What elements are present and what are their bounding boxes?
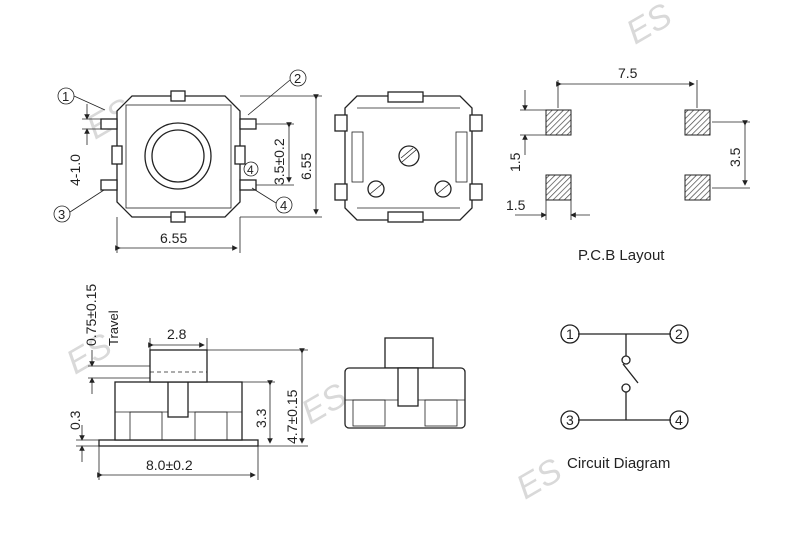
dim-pcb-pad-height: 1.5 <box>507 152 523 172</box>
actuator-inner-ring <box>151 129 205 183</box>
pin-callout-2 <box>289 69 307 87</box>
pin-callout-2-label: 2 <box>294 71 301 86</box>
terminal-3 <box>560 410 580 430</box>
top-tab <box>170 90 186 102</box>
pcb-pad <box>684 174 711 201</box>
dim-pcb-pad-width: 1.5 <box>506 197 526 213</box>
circuit-diagram-title: Circuit Diagram <box>567 455 670 472</box>
dim-side-travel: 0.75±0.15 <box>83 284 99 346</box>
front-view <box>344 337 466 429</box>
pcb-layout-title: P.C.B Layout <box>578 247 665 264</box>
pin-callout-3 <box>53 205 71 223</box>
pin-callout-1-label: 1 <box>62 89 69 104</box>
bottom-tab <box>170 211 186 223</box>
actuator-outer-ring <box>144 122 212 190</box>
side-center-clip <box>167 381 189 418</box>
watermark-text: ES <box>510 451 569 507</box>
pin-callout-3-label: 3 <box>58 207 65 222</box>
underside-bottom-tab <box>387 211 424 223</box>
rivet-slot <box>400 147 414 159</box>
dim-side-lead-thickness: 0.3 <box>67 410 83 430</box>
dim-top-pin-span: 4-1.0 <box>67 154 83 186</box>
front-actuator <box>384 337 434 369</box>
dim-side-actuator-width: 2.8 <box>167 326 187 342</box>
underside-view <box>334 91 483 223</box>
terminal-4-label: 4 <box>675 412 683 428</box>
rivet-slot <box>369 183 383 195</box>
switch-contact <box>621 355 631 365</box>
pin-4-lead <box>239 179 257 191</box>
right-tab <box>234 145 246 165</box>
terminal-2-label: 2 <box>675 326 683 342</box>
dim-pcb-horizontal-pitch: 7.5 <box>618 65 638 81</box>
terminal-4 <box>669 410 689 430</box>
switch-blade <box>622 363 639 384</box>
pcb-pad <box>545 174 572 201</box>
pcb-layout: 7.5 3.5 1.5 1.5 P.C.B Layout <box>506 65 750 264</box>
terminal-2 <box>669 324 689 344</box>
side-actuator <box>149 349 208 383</box>
front-recess <box>352 399 386 427</box>
top-view: 1 2 3 4 4 6.55 6.55 3.5±0.2 4-1.0 <box>53 69 322 253</box>
leader-line <box>69 189 105 213</box>
leader-line <box>73 95 106 111</box>
terminal-1 <box>560 324 580 344</box>
pin-2-lead <box>239 118 257 130</box>
side-view: 2.8 0.75±0.15 Travel 0.3 3.3 4.7±0.15 8.… <box>67 284 308 480</box>
circuit-diagram: 1 2 3 4 Circuit Diagram <box>560 324 689 472</box>
dim-side-body-height: 3.3 <box>253 408 269 428</box>
underside-lead <box>469 114 483 132</box>
leader-line <box>247 79 291 116</box>
pcb-pad <box>545 109 572 136</box>
underside-slot <box>351 131 364 183</box>
side-lead-recess <box>194 411 228 441</box>
front-center-clip <box>397 367 419 407</box>
terminal-3-label: 3 <box>566 412 574 428</box>
underside-slot <box>455 131 468 183</box>
dim-top-width: 6.55 <box>160 230 187 246</box>
pin-callout-4-small <box>243 161 259 177</box>
pin-1-lead <box>100 118 118 130</box>
leader-line <box>251 187 277 204</box>
dim-pcb-vertical-pitch: 3.5 <box>727 147 743 167</box>
dim-side-base-width: 8.0±0.2 <box>146 457 193 473</box>
pin-callout-4 <box>275 196 293 214</box>
front-recess <box>424 399 458 427</box>
side-base-plate <box>98 439 259 447</box>
pin-3-lead <box>100 179 118 191</box>
underside-lead <box>334 114 348 132</box>
underside-top-tab <box>387 91 424 103</box>
terminal-1-label: 1 <box>566 326 574 342</box>
underside-lead <box>469 183 483 201</box>
rivet-slot <box>401 149 417 163</box>
dim-top-pin-pitch: 3.5±0.2 <box>271 138 287 185</box>
rivet-slot <box>436 183 450 195</box>
switch-contact <box>621 383 631 393</box>
pin-callout-4-label: 4 <box>280 198 287 213</box>
top-view-inner-outline <box>125 104 232 209</box>
pcb-pad <box>684 109 711 136</box>
underside-lead <box>334 183 348 201</box>
watermark-text: ES <box>620 0 679 52</box>
pin-callout-4-small-label: 4 <box>247 163 254 177</box>
dim-top-height: 6.55 <box>298 153 314 180</box>
dim-side-total-height: 4.7±0.15 <box>284 389 300 444</box>
travel-label: Travel <box>106 310 121 346</box>
side-lead-recess <box>129 411 163 441</box>
left-tab <box>111 145 123 165</box>
